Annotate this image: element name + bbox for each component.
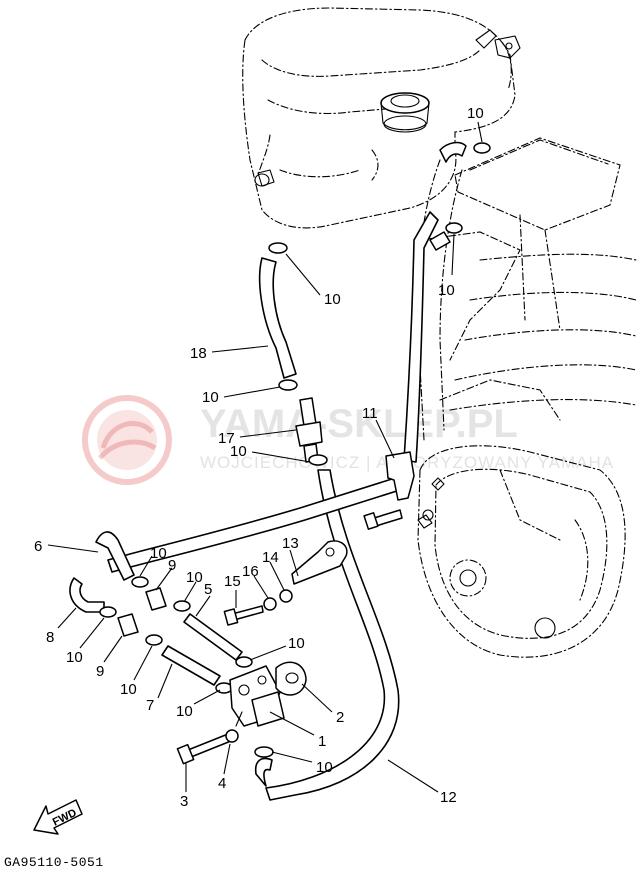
callout-1: 1 bbox=[318, 733, 326, 750]
callout-10: 10 bbox=[316, 759, 333, 776]
callout-10: 10 bbox=[467, 105, 484, 122]
watermark-logo bbox=[82, 395, 172, 485]
callout-10: 10 bbox=[288, 635, 305, 652]
hose-18 bbox=[258, 257, 297, 379]
hoses bbox=[69, 211, 439, 801]
callout-11: 11 bbox=[362, 405, 378, 422]
callout-14: 14 bbox=[262, 549, 279, 566]
small-parts bbox=[99, 141, 491, 765]
callout-10: 10 bbox=[186, 569, 203, 586]
callout-10: 10 bbox=[66, 649, 83, 666]
callout-10: 10 bbox=[120, 681, 137, 698]
hose-5 bbox=[183, 613, 243, 661]
joint-9a bbox=[145, 587, 167, 611]
fuel-cock-1 bbox=[229, 665, 285, 727]
callout-12: 12 bbox=[440, 789, 457, 806]
callout-10: 10 bbox=[202, 389, 219, 406]
callout-10: 10 bbox=[230, 443, 247, 460]
watermark: YAMA-SKLEP.PL WOJCIECHOWICZ | AUTORYZOWA… bbox=[82, 395, 613, 485]
hose-6 bbox=[95, 531, 135, 581]
callout-2: 2 bbox=[336, 709, 344, 726]
joint-9b bbox=[117, 613, 139, 637]
callout-5: 5 bbox=[204, 581, 212, 598]
hose-frame bbox=[403, 211, 439, 463]
hose-12 bbox=[265, 469, 400, 801]
gasket-2 bbox=[275, 661, 307, 696]
washer-14 bbox=[279, 589, 293, 603]
callout-3: 3 bbox=[180, 793, 188, 810]
hose-lower bbox=[254, 757, 273, 787]
bracket-13 bbox=[291, 540, 348, 585]
leader-lines bbox=[47, 121, 483, 793]
callout-9: 9 bbox=[96, 663, 104, 680]
callout-10: 10 bbox=[150, 545, 167, 562]
callouts: 10 10 10 18 10 17 11 10 6 10 9 10 5 13 1… bbox=[34, 105, 484, 810]
callout-10: 10 bbox=[176, 703, 193, 720]
callout-17: 17 bbox=[218, 430, 235, 447]
hose-7 bbox=[161, 645, 221, 686]
callout-10: 10 bbox=[324, 291, 341, 308]
callout-18: 18 bbox=[190, 345, 207, 362]
watermark-title: YAMA-SKLEP.PL bbox=[200, 402, 518, 446]
fwd-arrow-icon: FWD bbox=[33, 799, 83, 835]
callout-13: 13 bbox=[282, 535, 299, 552]
washer-16 bbox=[263, 597, 277, 611]
hose-8 bbox=[69, 577, 105, 613]
callout-9: 9 bbox=[168, 557, 176, 574]
diagram-code: GA95110-5051 bbox=[4, 855, 104, 870]
callout-7: 7 bbox=[146, 697, 154, 714]
washer-4 bbox=[225, 729, 239, 743]
callout-6: 6 bbox=[34, 538, 42, 555]
holder-11 bbox=[385, 451, 415, 501]
callout-10: 10 bbox=[438, 282, 455, 299]
clips bbox=[99, 142, 491, 758]
fuel-tank bbox=[242, 7, 521, 229]
callout-16: 16 bbox=[242, 563, 259, 580]
callout-15: 15 bbox=[224, 573, 241, 590]
engine-outline bbox=[416, 137, 637, 658]
callout-8: 8 bbox=[46, 629, 54, 646]
bolt-3 bbox=[187, 733, 232, 758]
callout-4: 4 bbox=[218, 775, 226, 792]
